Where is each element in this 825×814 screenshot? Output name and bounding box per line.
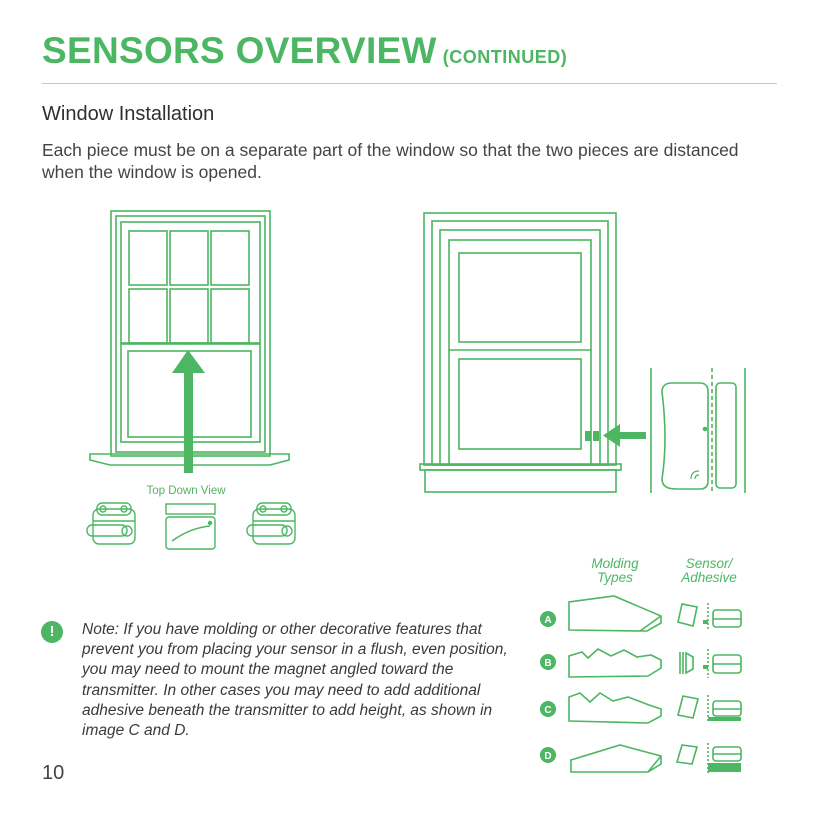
section-heading: Window Installation: [42, 103, 215, 125]
svg-text:D: D: [544, 751, 551, 762]
sensor-header-line2: Adhesive: [680, 570, 737, 585]
svg-text:C: C: [544, 705, 551, 716]
sensor-closeup-illustration: [650, 368, 746, 493]
up-arrow-icon: [172, 350, 205, 473]
intro-paragraph: Each piece must be on a separate part of…: [42, 140, 739, 182]
title-main: SENSORS OVERVIEW: [42, 30, 437, 71]
row-label-b: B: [540, 654, 556, 670]
page-title: SENSORS OVERVIEW(CONTINUED): [42, 30, 567, 72]
window-latch-right-icon: [246, 502, 296, 545]
sensor-header-line1: Sensor/: [686, 556, 734, 571]
note-text: Note: If you have molding or other decor…: [82, 621, 508, 740]
row-label-d: D: [540, 747, 556, 763]
sensor-top-down-icon: [165, 503, 216, 550]
molding-header-line2: Types: [597, 570, 633, 585]
page-number: 10: [42, 762, 65, 784]
svg-text:B: B: [544, 658, 551, 669]
window-side-view-illustration: [419, 212, 622, 493]
molding-header-line1: Molding: [591, 556, 639, 571]
molding-row-a: [568, 595, 742, 632]
molding-row-c: [568, 692, 742, 724]
molding-row-d: [570, 743, 742, 773]
molding-row-b: [568, 648, 742, 678]
row-label-c: C: [540, 701, 556, 717]
title-subtitle: (CONTINUED): [442, 47, 568, 67]
sensor-marker-icon: [585, 431, 599, 441]
top-down-view-caption: Top Down View: [146, 485, 226, 497]
row-label-a: A: [540, 611, 556, 627]
exclamation-icon: !: [41, 621, 63, 643]
left-arrow-icon: [603, 424, 646, 447]
svg-text:A: A: [544, 615, 551, 626]
window-latch-left-icon: [86, 502, 136, 545]
title-divider: [42, 83, 777, 84]
